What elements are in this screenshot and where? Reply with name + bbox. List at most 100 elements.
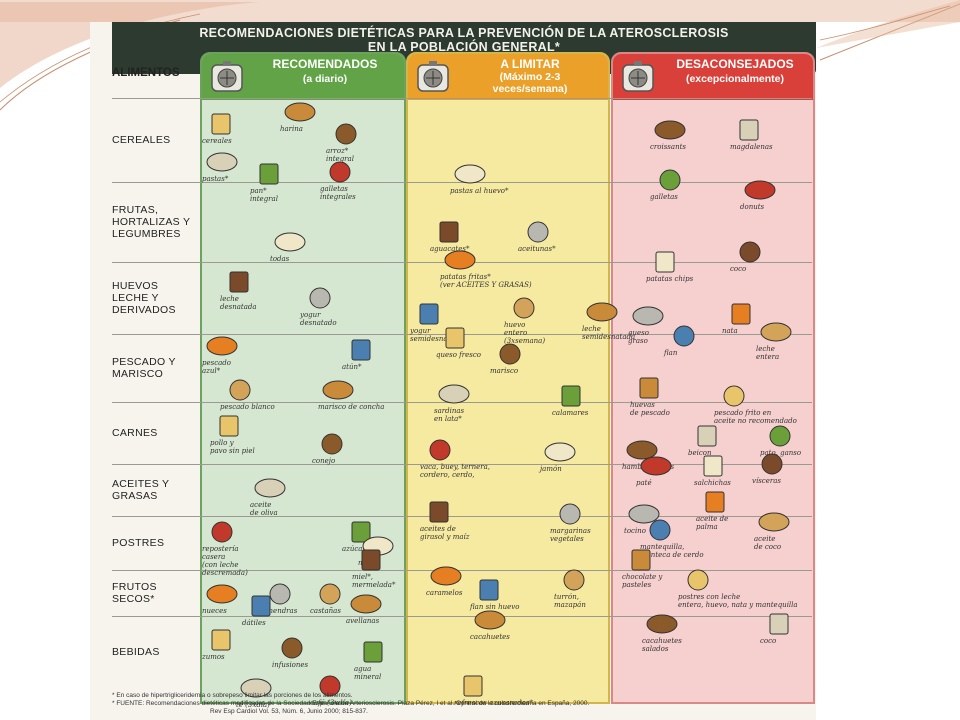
- row-label-line: BEBIDAS: [112, 646, 160, 658]
- food-label: flan sin huevo: [470, 603, 519, 611]
- food-label-line: jamón: [540, 465, 562, 473]
- food-illustration-icon: [430, 566, 462, 586]
- food-illustration-icon: [769, 425, 791, 447]
- food-label-line: mazapán: [554, 601, 586, 609]
- food-label: marisco de concha: [318, 403, 384, 411]
- food-label: pescado blanco: [220, 403, 275, 411]
- food-illustration-icon: [761, 453, 783, 475]
- food-illustration-icon: [284, 102, 316, 122]
- food-label: arroz*integral: [326, 147, 354, 163]
- food-label-line: (con leche: [202, 561, 239, 569]
- food-illustration-icon: [744, 180, 776, 200]
- food-illustration-icon: [655, 251, 675, 273]
- header-avoid-sub: (excepcionalmente): [685, 73, 785, 85]
- traffic-light-icon: [417, 61, 449, 92]
- food-label: nata: [722, 327, 738, 335]
- food-label-line: aceitunas*: [518, 245, 556, 253]
- row-separator: [112, 182, 812, 183]
- header-limit-sub2: veces/semana): [492, 83, 568, 95]
- food-label-line: descremada): [202, 569, 248, 577]
- food-label: turrón,mazapán: [554, 593, 586, 609]
- food-label: conejo: [312, 457, 335, 465]
- food-label-line: zumos: [202, 653, 225, 661]
- food-label-line: galletas: [320, 185, 348, 193]
- food-illustration-icon: [259, 163, 279, 185]
- row-label-line: LECHE Y: [112, 292, 159, 304]
- food-illustration-icon: [758, 512, 790, 532]
- food-label-line: nueces: [202, 607, 227, 615]
- footnote-3: Rev Esp Cardiol Vol. 53, Núm. 6, Junio 2…: [210, 708, 368, 715]
- food-label-line: leche: [756, 345, 775, 353]
- food-label: refrescos azucarados*: [454, 699, 533, 707]
- food-label: vaca, buey, ternera,cordero, cerdo,: [420, 463, 490, 479]
- food-illustration-icon: [474, 610, 506, 630]
- food-label-line: entero: [504, 329, 528, 337]
- food-label: atún*: [342, 363, 362, 371]
- row-label: POSTRES: [112, 537, 198, 549]
- food-label-line: cereales: [202, 137, 232, 145]
- food-illustration-icon: [229, 271, 249, 293]
- food-label-line: queso: [628, 329, 649, 337]
- food-label-line: integral: [250, 195, 278, 203]
- food-label-line: pescado: [202, 359, 232, 367]
- food-label-line: té (3xdía): [236, 701, 270, 709]
- row-label-line: DERIVADOS: [112, 304, 176, 316]
- food-label-line: arroz*: [326, 147, 349, 155]
- food-illustration-icon: [563, 569, 585, 591]
- food-illustration-icon: [626, 440, 658, 460]
- food-label-line: pescado frito en: [714, 409, 772, 417]
- food-label-line: patatas fritas*: [440, 273, 491, 281]
- food-label-line: aceite no recomendado: [714, 417, 797, 425]
- food-label: jamón: [540, 465, 562, 473]
- food-illustration-icon: [419, 303, 439, 325]
- food-label-line: pollo y: [210, 439, 234, 447]
- food-label: beicon: [688, 449, 712, 457]
- food-label-line: vaca, buey, ternera,: [420, 463, 490, 471]
- food-label-line: en lata*: [434, 415, 462, 423]
- food-label-line: castañas: [310, 607, 341, 615]
- food-label-line: semidesnatado: [410, 335, 464, 343]
- food-label-line: avellanas: [346, 617, 380, 625]
- food-label: todas: [270, 255, 289, 263]
- food-label-line: nata: [722, 327, 738, 335]
- row-separator: [112, 402, 812, 403]
- food-label-line: salchichas: [694, 479, 731, 487]
- food-label-line: paté: [636, 479, 652, 487]
- header-limit-sub1: (Máximo 2-3: [499, 71, 561, 83]
- header-avoid-label: DESACONSEJADOS: [676, 57, 794, 71]
- food-label: vísceras: [752, 477, 781, 485]
- food-illustration-icon: [739, 241, 761, 263]
- food-illustration-icon: [251, 595, 271, 617]
- food-illustration-icon: [769, 613, 789, 635]
- diet-poster: RECOMENDACIONES DIETÉTICAS PARA LA PREVE…: [90, 22, 816, 720]
- row-label-line: FRUTOS: [112, 581, 157, 593]
- food-label: calamares: [552, 409, 588, 417]
- food-illustration-icon: [659, 169, 681, 191]
- food-illustration-icon: [697, 425, 717, 447]
- food-label-line: (3xsemana): [504, 337, 546, 345]
- food-label: pato, ganso: [760, 449, 801, 457]
- food-illustration-icon: [739, 119, 759, 141]
- traffic-light-icon: [622, 61, 654, 92]
- food-label-line: flan: [664, 349, 678, 357]
- food-label: infusiones: [272, 661, 308, 669]
- food-label-line: refrescos azucarados*: [454, 699, 533, 707]
- food-label-line: huevas: [630, 401, 655, 409]
- food-illustration-icon: [527, 221, 549, 243]
- food-illustration-icon: [363, 641, 383, 663]
- food-label-line: mineral: [354, 673, 382, 681]
- food-label-line: de coco: [754, 543, 782, 551]
- food-illustration-icon: [429, 439, 451, 461]
- food-illustration-icon: [240, 678, 272, 698]
- food-label-line: coco: [760, 637, 777, 645]
- food-label-line: integral: [326, 155, 354, 163]
- food-illustration-icon: [335, 123, 357, 145]
- food-illustration-icon: [322, 380, 354, 400]
- food-label-line: cacahuetes: [470, 633, 510, 641]
